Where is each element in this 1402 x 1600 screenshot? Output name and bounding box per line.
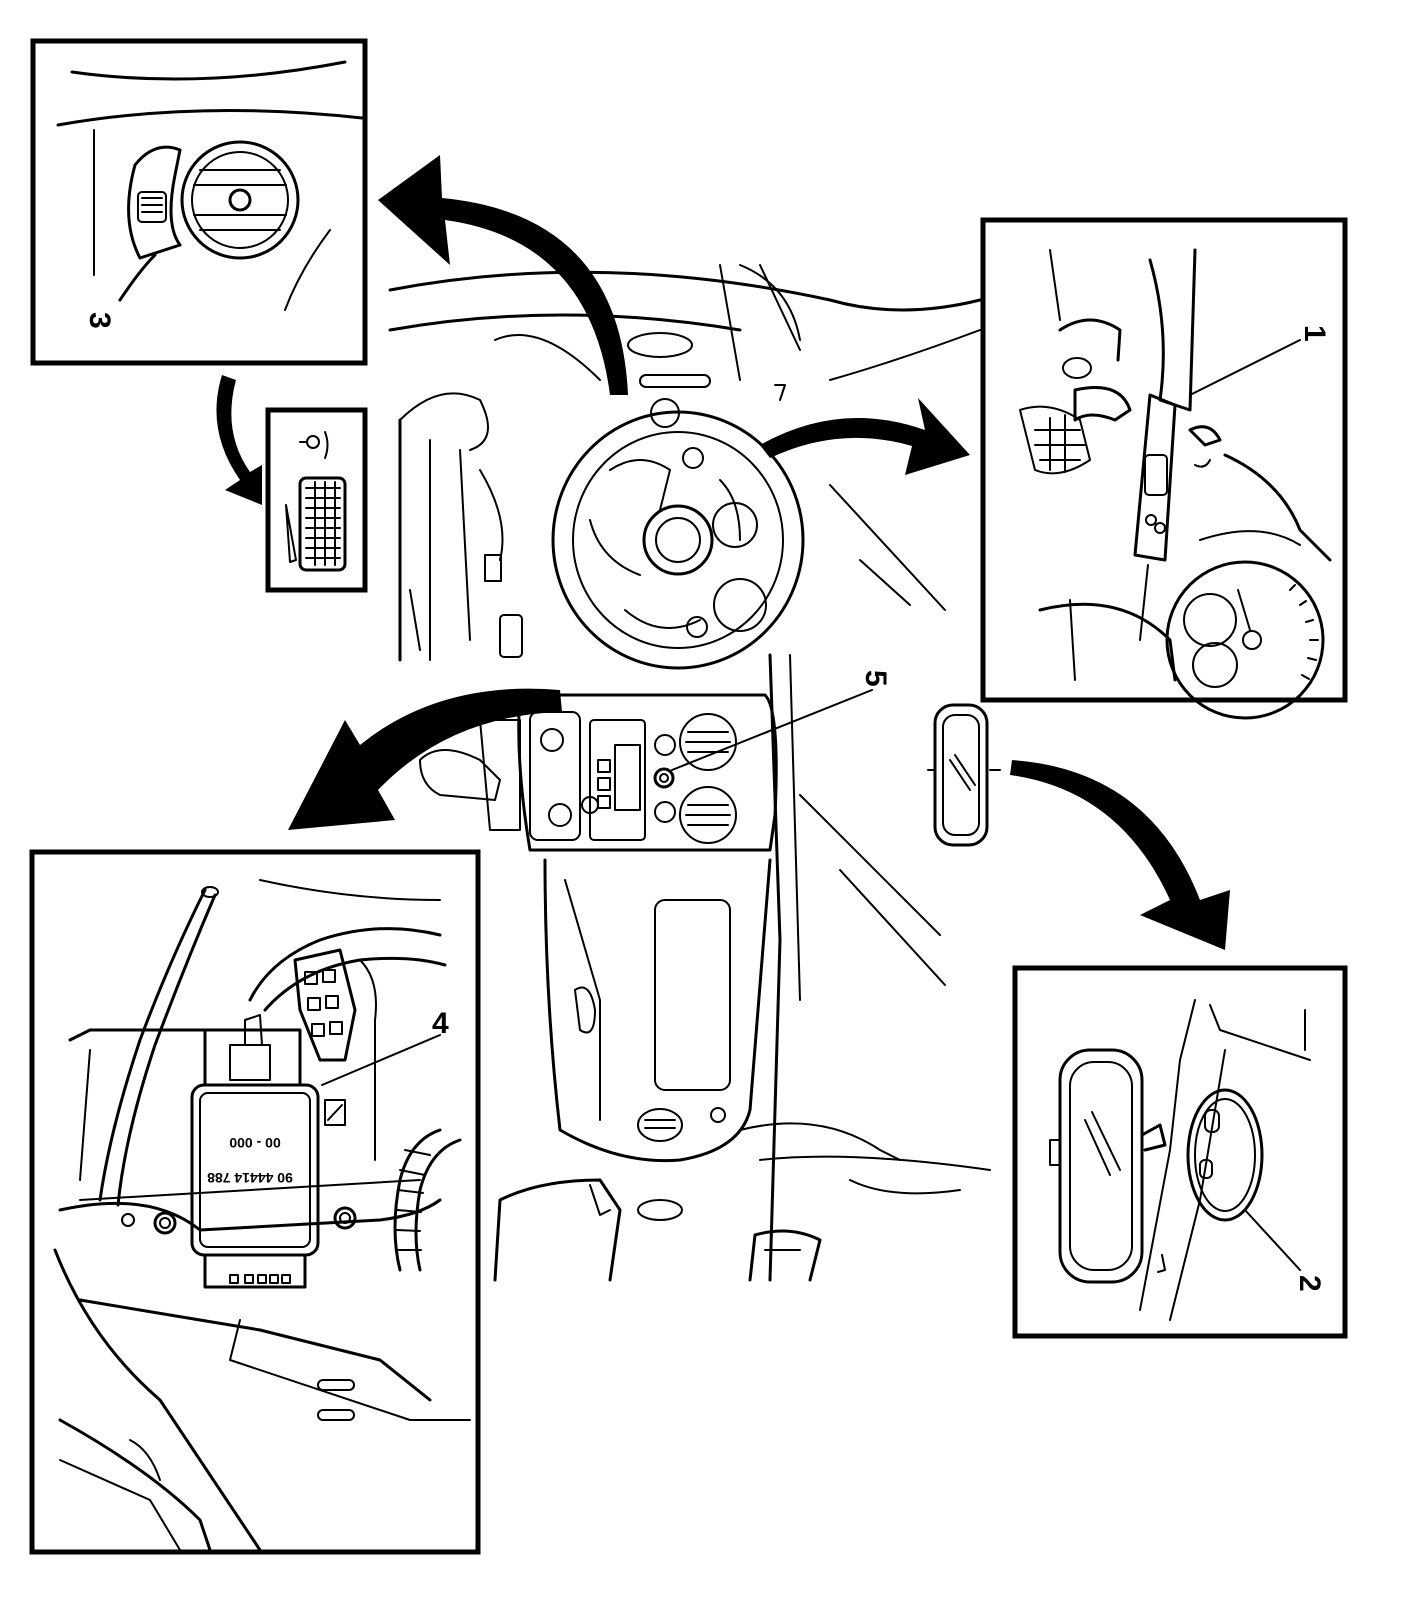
- callout-3: 3: [83, 312, 116, 329]
- dimmer-switch-icon: [265, 407, 368, 593]
- module-code: 00 - 000: [229, 1135, 281, 1151]
- control-module-icon: 00 - 000 90 44414 788: [190, 1014, 346, 1289]
- air-vent-icon: [180, 140, 300, 260]
- inset-stalk-switch: 1: [980, 217, 1348, 720]
- stalk-switch-icon: [1133, 393, 1177, 641]
- dashboard-overview: [388, 264, 991, 1282]
- callout-1: 1: [1298, 325, 1331, 342]
- curved-arrow-icon: [216, 155, 1230, 950]
- callout-5: 5: [859, 670, 892, 687]
- steering-wheel-icon: [551, 398, 805, 670]
- center-console: [517, 693, 778, 852]
- callout-5-leader: 5: [671, 670, 892, 771]
- callout-4: 4: [432, 1007, 449, 1040]
- module-part-number: 90 44414 788: [207, 1170, 293, 1186]
- mirror-icon: [1049, 1048, 1167, 1284]
- air-vent-icon: [679, 713, 737, 844]
- inset-dimmer-switch: 3: [30, 38, 368, 366]
- inset-dome-lamp: 2: [1012, 965, 1348, 1339]
- mirror-icon: [927, 703, 1001, 847]
- callout-2: 2: [1293, 1275, 1326, 1292]
- inset-control-module: 00 - 000 90 44414 788 4: [29, 849, 481, 1555]
